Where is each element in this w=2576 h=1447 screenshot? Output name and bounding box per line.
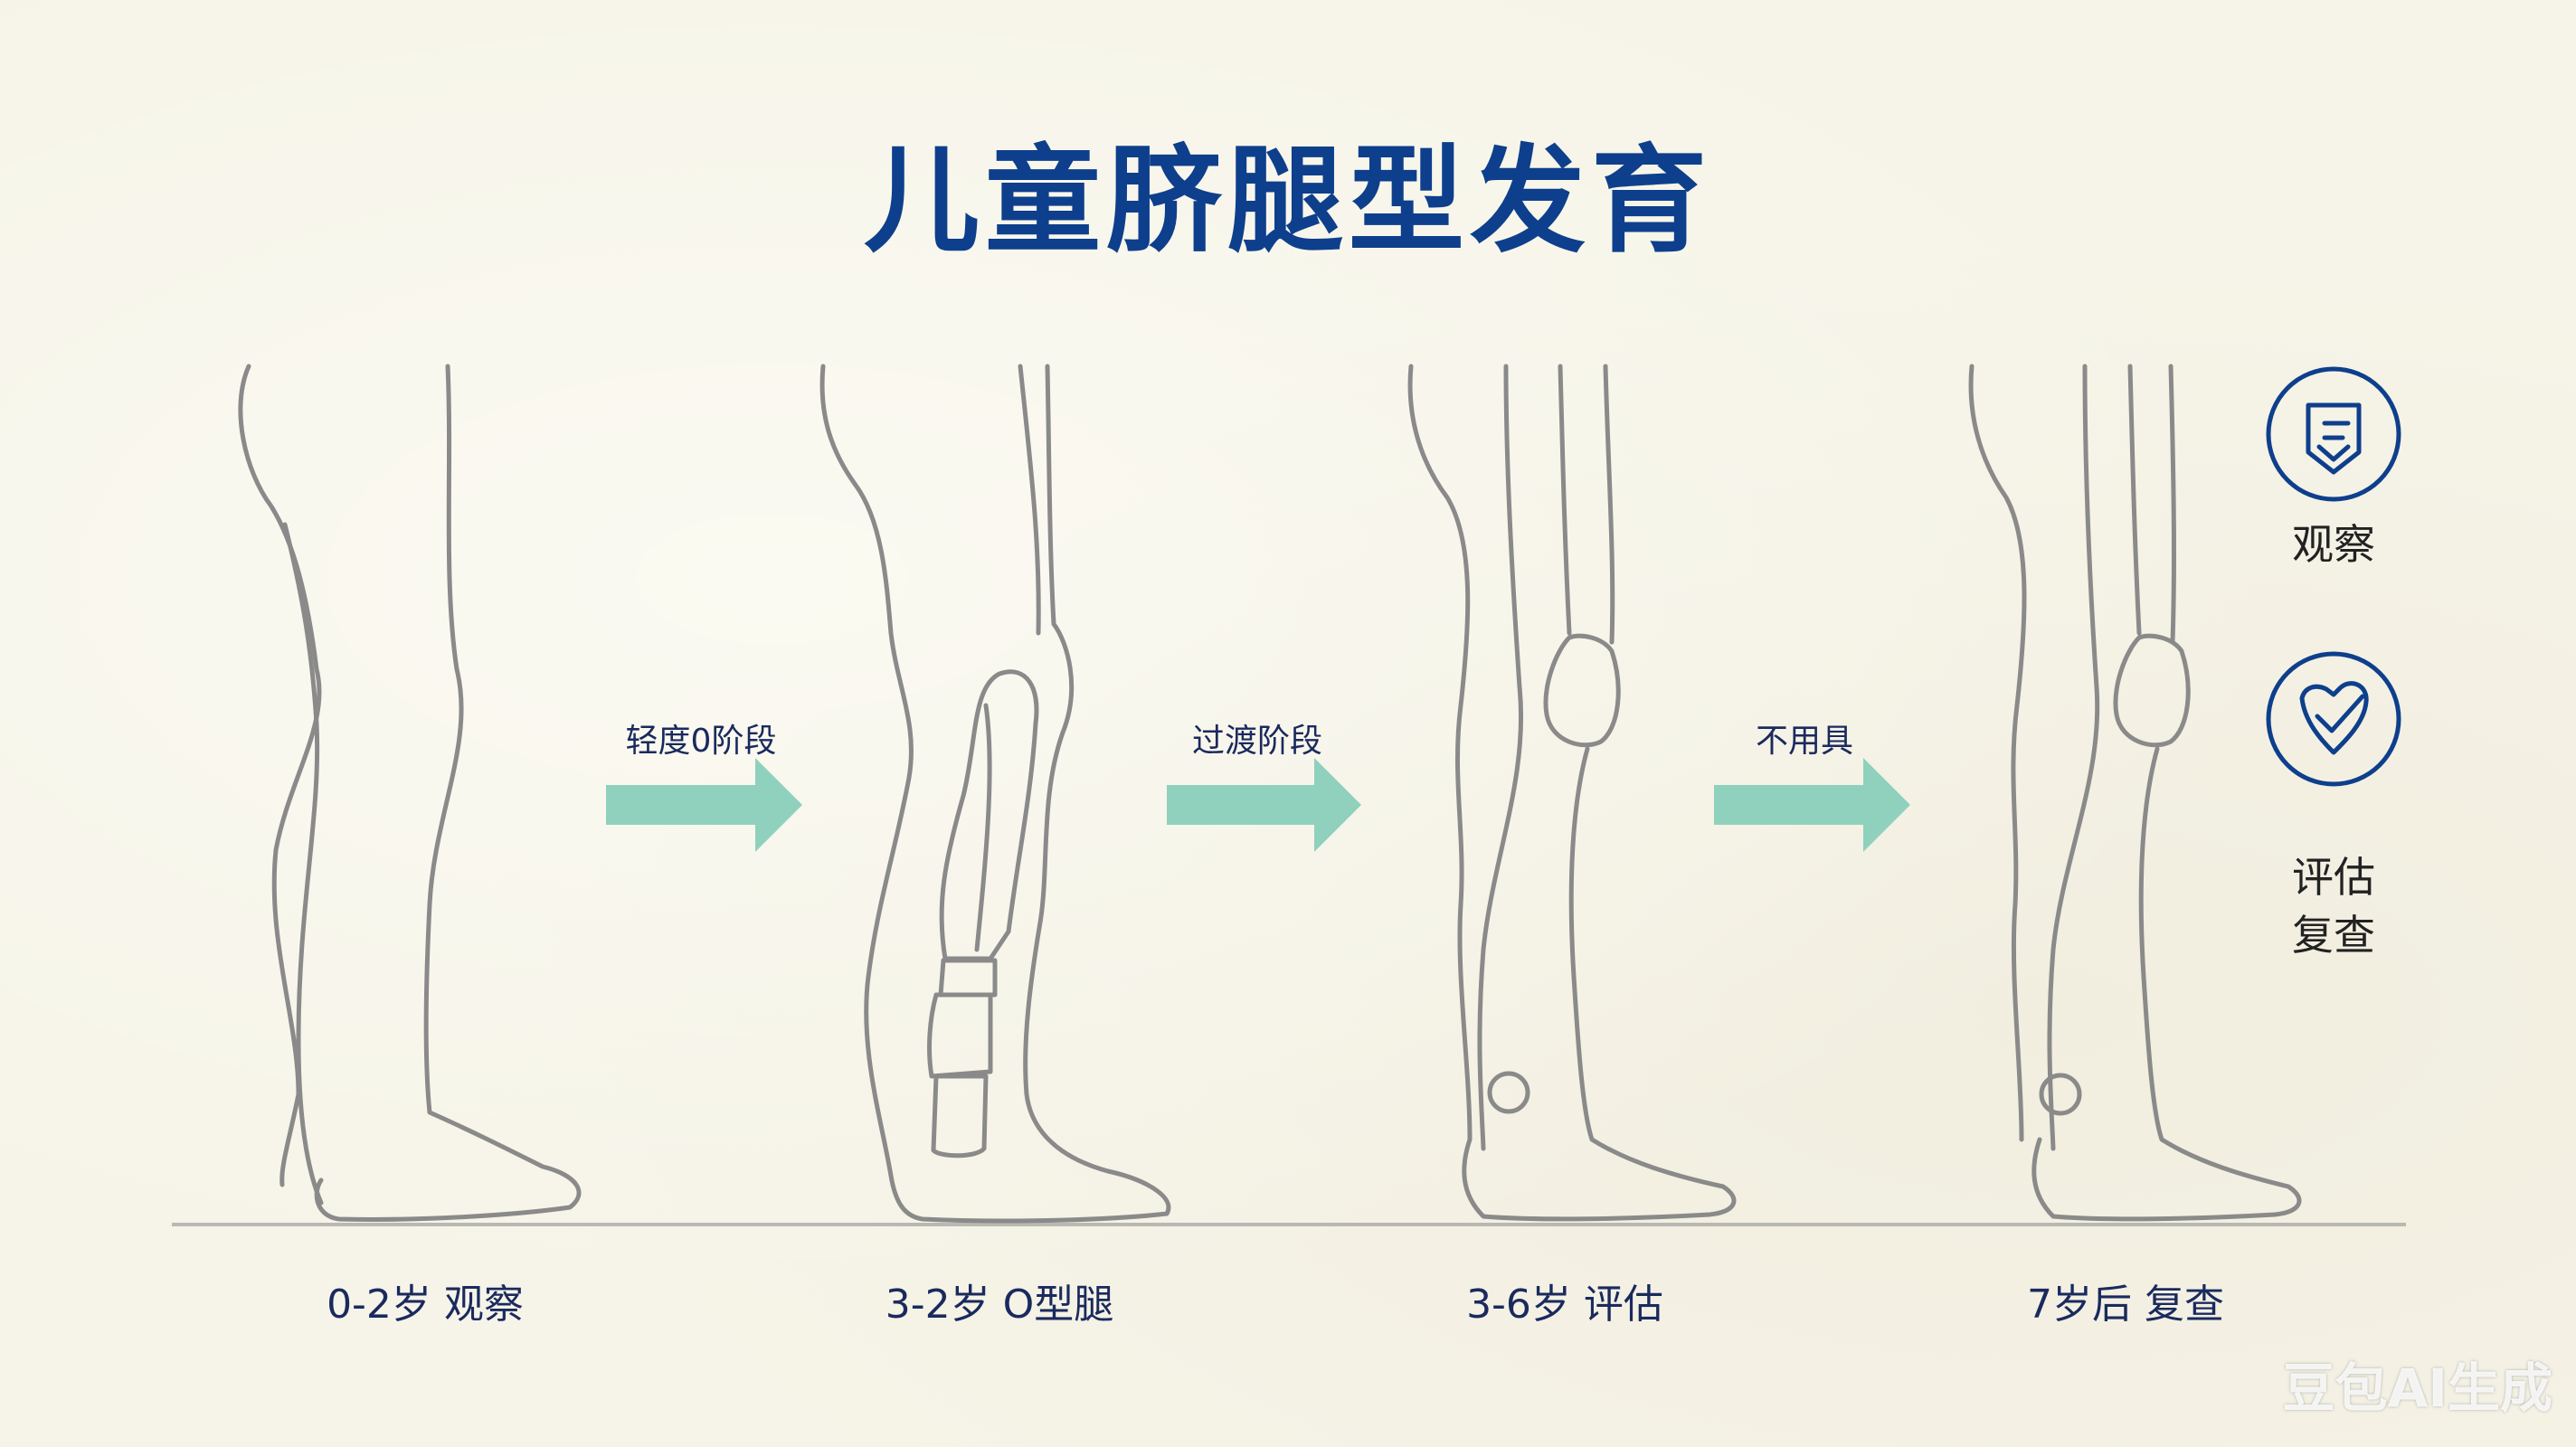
arrow-label-1: 轻度0阶段 <box>625 723 777 760</box>
watermark: 豆包AI生成 <box>2282 1357 2552 1419</box>
arrow-3 <box>1714 758 1910 852</box>
stage-label-3: 3-6岁 评估 <box>1466 1281 1663 1328</box>
leg-stage-4-outline <box>1968 364 2302 1222</box>
arrow-label-2: 过渡阶段 <box>1191 723 1322 760</box>
stage-label-1: 0-2岁 观察 <box>327 1281 524 1328</box>
document-down-icon <box>2266 366 2401 502</box>
side-label-observe: 观察 <box>2292 520 2375 569</box>
leg-stage-1-outline <box>238 364 582 1222</box>
page-title: 儿童脐腿型发育 <box>863 134 1712 269</box>
check-shield-icon <box>2266 651 2401 787</box>
leg-stage-3-outline <box>1407 364 1737 1222</box>
stage-label-4: 7岁后 复查 <box>2027 1281 2224 1328</box>
arrow-label-3: 不用具 <box>1755 723 1853 760</box>
side-label-evaluate-line2: 复查 <box>2292 911 2375 960</box>
side-label-evaluate-line1: 评估 <box>2292 853 2375 902</box>
side-label-evaluate: 评估 复查 <box>2243 848 2424 964</box>
stage-label-2: 3-2岁 O型腿 <box>885 1281 1114 1328</box>
arrow-1 <box>606 758 802 852</box>
arrow-2 <box>1167 758 1361 852</box>
leg-stage-2-outline <box>819 364 1171 1224</box>
